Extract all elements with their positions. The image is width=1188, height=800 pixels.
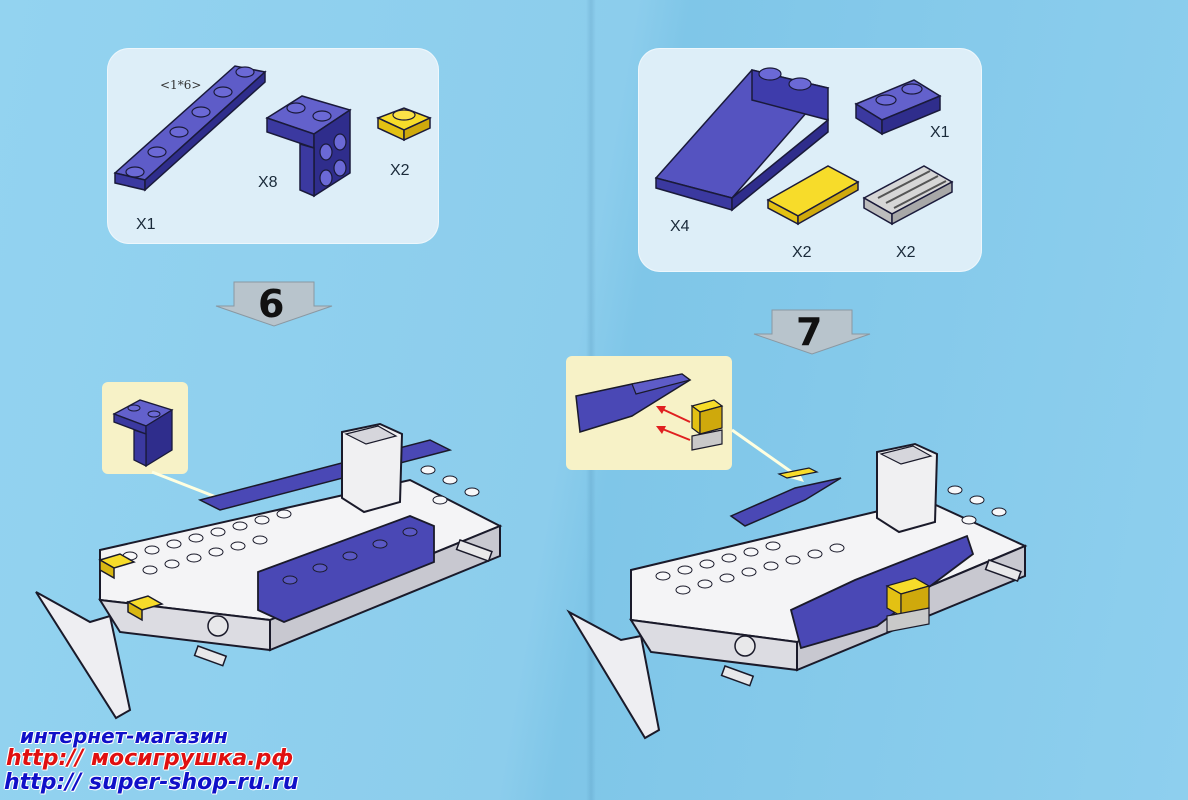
step7-vehicle-model [566,442,1028,740]
gray-grille-tile [862,165,954,226]
slope-qty: X4 [670,218,690,235]
yellow-tile-qty: X2 [792,244,812,261]
grille-qty: X2 [896,244,916,261]
step7-arrow [753,309,871,355]
step6-number: 6 [258,282,285,326]
plate-qty: X1 [136,216,156,233]
blue-1x6-plate [113,65,267,192]
yellow-1x1-plate [376,107,432,142]
blue-slope-brick [654,67,830,212]
blue-1x2-plate [854,79,942,136]
yellow-1x2-tile [766,165,860,226]
bracket-qty: X8 [258,174,278,191]
plate-size-label: <1*6> [160,78,202,92]
watermark-shop-label: интернет-магазин [20,724,228,748]
watermark-url-latin: http:// super-shop-ru.ru [4,770,299,795]
callout-bracket-brick [112,399,174,468]
step6-vehicle-model [35,422,503,720]
callout-slope-assembly [575,373,724,451]
watermark-url-ru: http:// мосигрушка.рф [6,746,294,771]
blue-bracket-brick [265,95,352,198]
blue-plate-qty: X1 [930,124,950,141]
step7-number: 7 [796,310,823,354]
yellow-plate-qty: X2 [390,162,410,179]
step6-arrow [215,281,333,327]
